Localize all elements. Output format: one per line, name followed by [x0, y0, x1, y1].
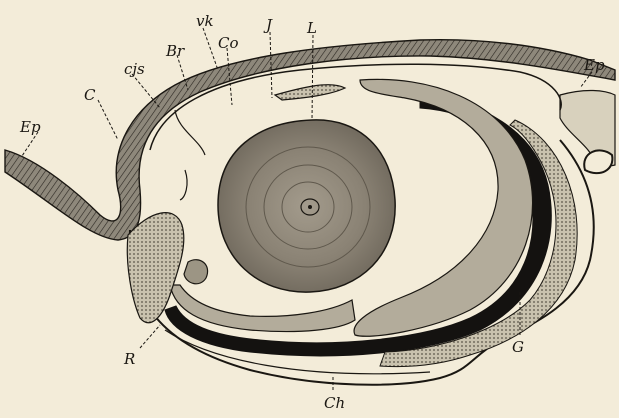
label-ep-left: Ep	[19, 118, 41, 136]
brow-fold	[175, 110, 205, 155]
label-j: J	[263, 16, 273, 34]
label-ep-right: Ep	[583, 56, 605, 74]
label-cjs: cjs	[124, 60, 145, 78]
label-ch: Ch	[324, 394, 345, 412]
retina-lower	[170, 285, 355, 332]
label-c: C	[84, 86, 96, 104]
duct-opening	[584, 150, 612, 173]
label-vk: vk	[196, 12, 214, 30]
label-r: R	[123, 350, 135, 368]
label-g: G	[512, 338, 524, 356]
lens	[218, 120, 395, 292]
label-co: Co	[218, 34, 239, 52]
label-l: L	[306, 19, 317, 37]
iris-fold	[275, 85, 345, 100]
ciliary-knob	[184, 260, 208, 284]
label-br: Br	[165, 42, 185, 60]
